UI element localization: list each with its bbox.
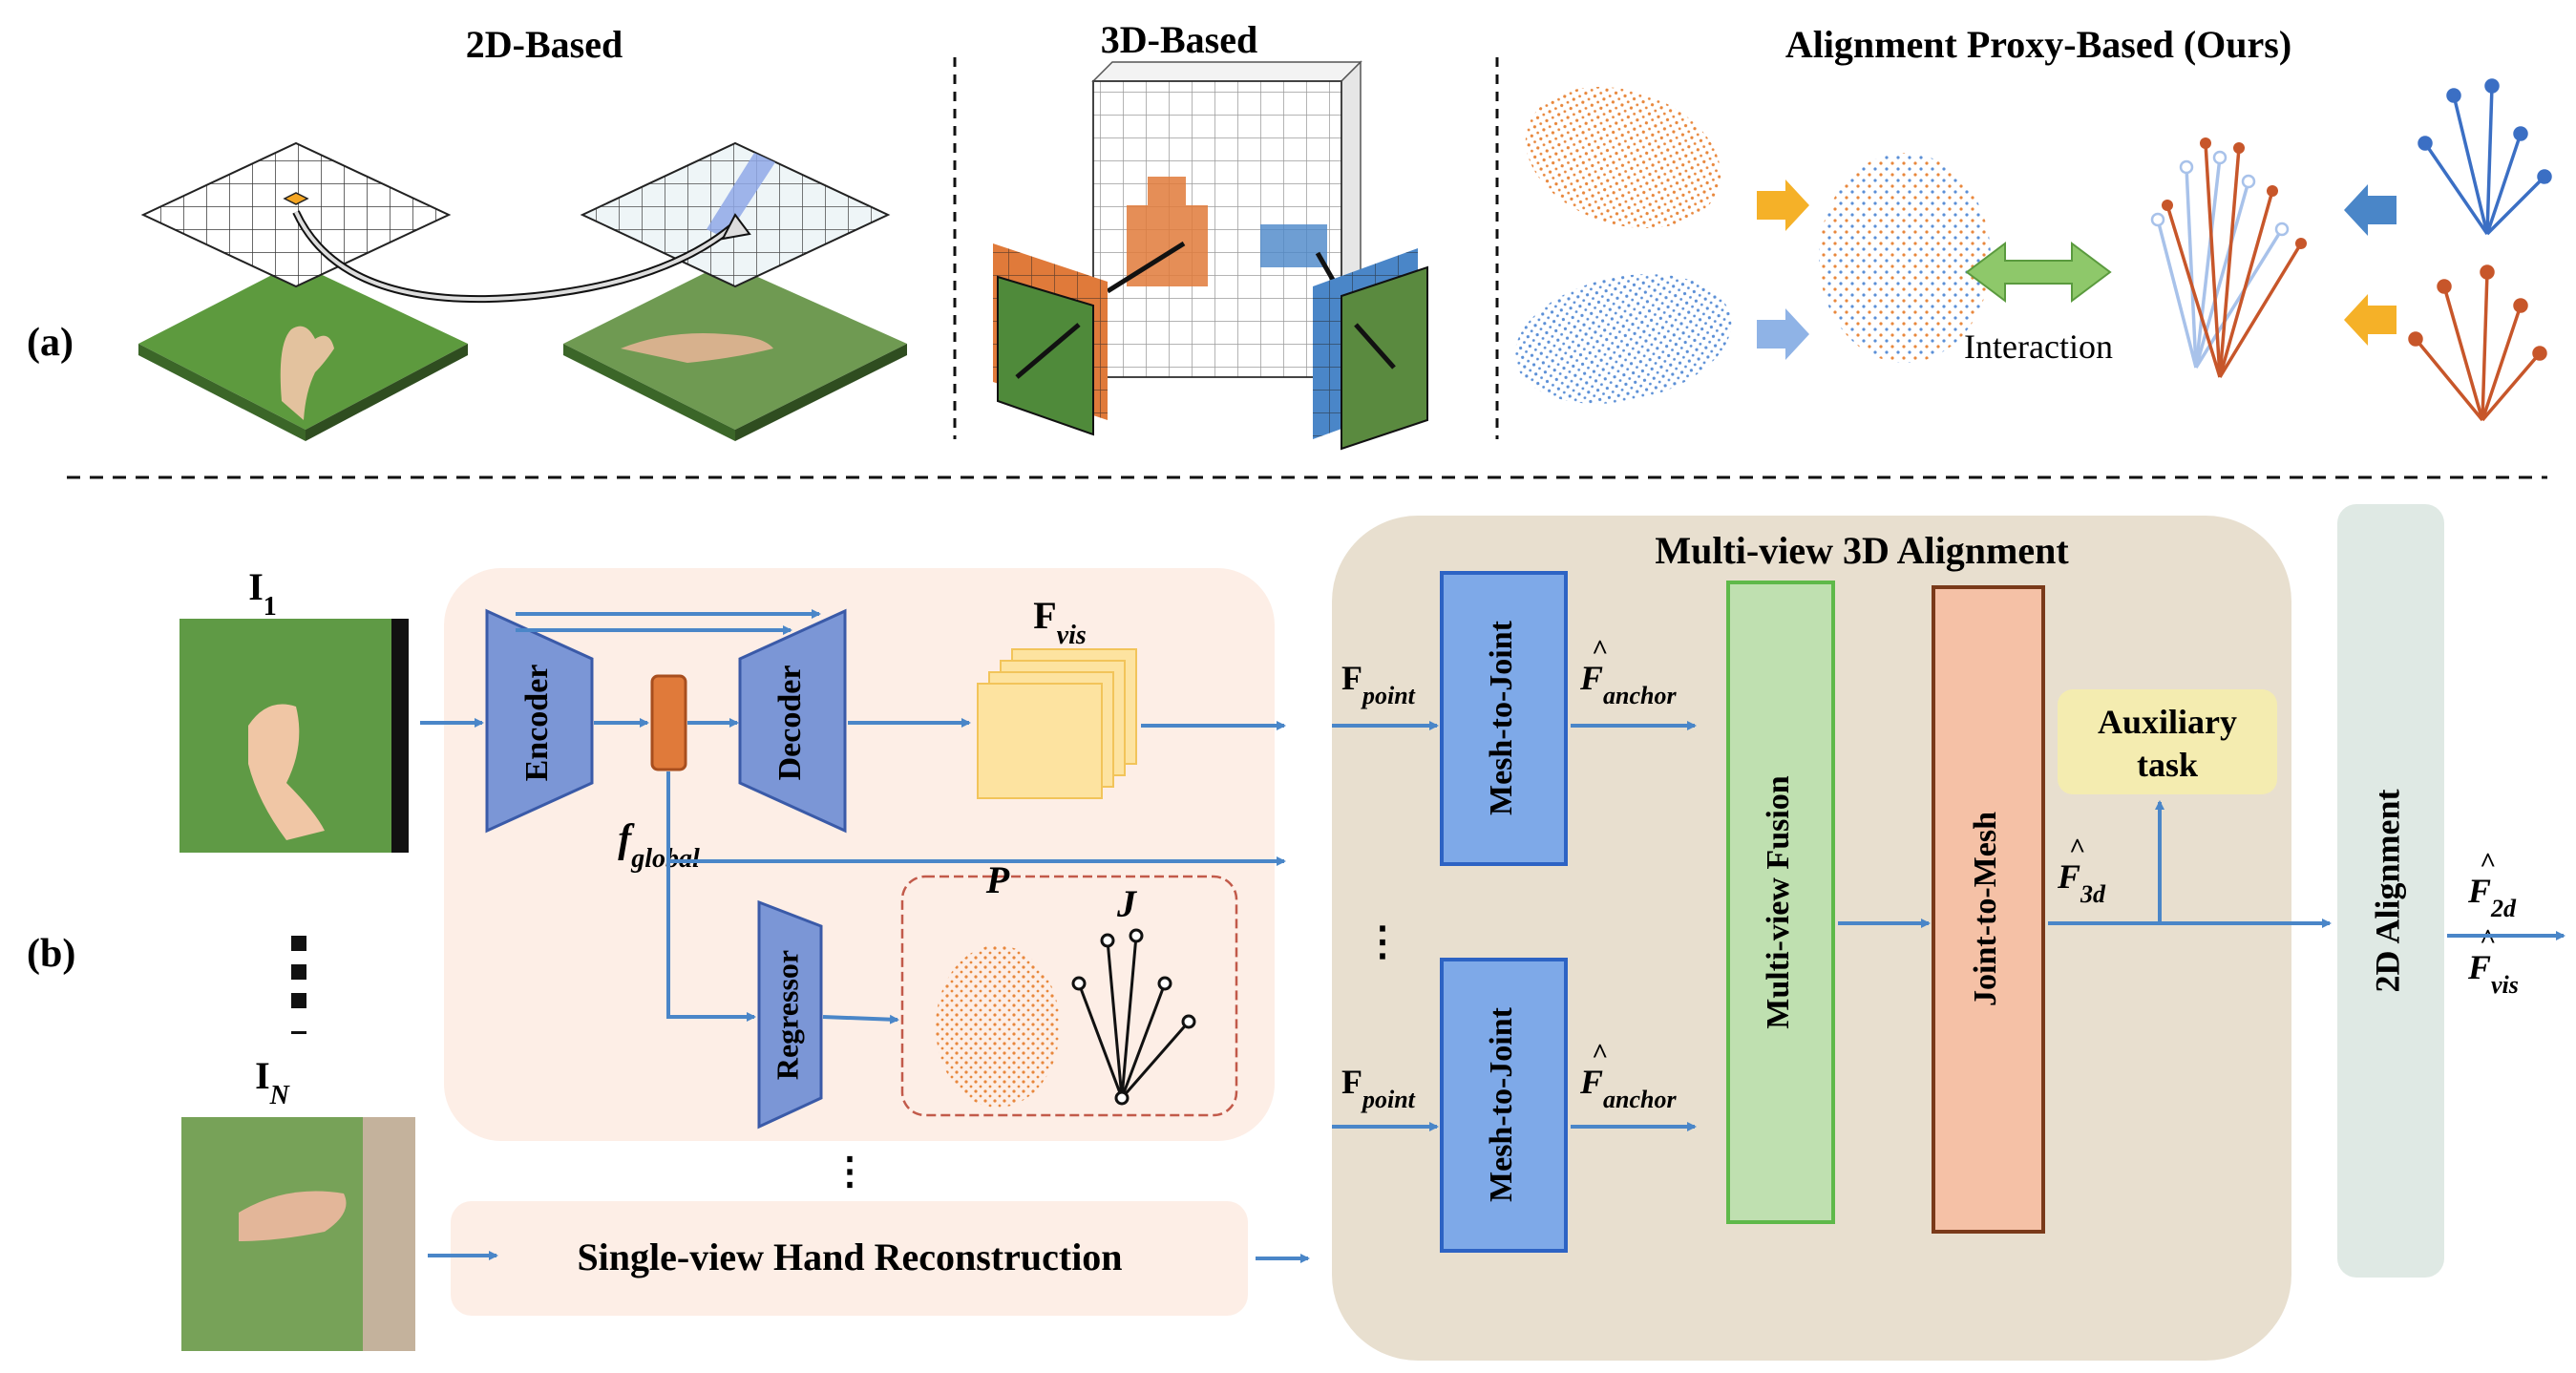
f-3d-label: F3d (2057, 857, 2106, 908)
output-fvis-hat: ^ (2480, 923, 2496, 955)
auxiliary-task-block (2058, 689, 2277, 794)
f-anchor-label-top: Fanchor (1579, 659, 1677, 709)
camera-plane-left (993, 243, 1108, 436)
arrow-orange-in (1757, 180, 1809, 231)
alignment-2d-block (2337, 504, 2444, 1278)
f-point-label-top: Fpoint (1341, 659, 1416, 709)
output-f2d-hat: ^ (2480, 847, 2496, 878)
multi-view-title: Multi-view 3D Alignment (1655, 529, 2069, 572)
single-view-reconstruction-label: Single-view Hand Reconstruction (577, 1236, 1122, 1278)
joint-to-mesh-label: Joint-to-Mesh (1968, 812, 2003, 1006)
vertical-ellipsis (291, 936, 306, 1034)
point-cloud-orange (1525, 86, 1721, 229)
input-label-first: I1 (248, 565, 277, 622)
f-point-label-bottom: Fpoint (1341, 1063, 1416, 1113)
panel-a: (a) 2D-Based (27, 18, 2552, 451)
single-view-reconstruction-box (451, 1201, 1248, 1316)
f-vis-stack (977, 648, 1137, 799)
arrow-blue-in (1757, 308, 1809, 360)
f-global-label: fglobal (618, 817, 700, 874)
skeleton-orange (2408, 264, 2547, 422)
mesh-to-joint-top-label: Mesh-to-Joint (1484, 620, 1519, 815)
multi-view-fusion-block (1726, 581, 1835, 1224)
p-label: P (985, 858, 1010, 901)
skeleton-j (1071, 928, 1196, 1106)
mesh-to-joint-bottom (1440, 958, 1568, 1253)
f-global-block (650, 674, 687, 771)
section-proxy-based: Alignment Proxy-Based (Ours) Interaction (1514, 23, 2552, 422)
interaction-arrow (1965, 242, 2112, 303)
j-label: J (1116, 882, 1138, 925)
regressor-label: Regressor (770, 950, 804, 1080)
f-anchor-hat-top: ^ (1592, 634, 1608, 665)
single-view-ellipsis: ⋮ (831, 1150, 869, 1193)
decoder-block (738, 608, 847, 834)
mesh-to-joint-bottom-label: Mesh-to-Joint (1484, 1006, 1519, 1202)
interaction-label: Interaction (1964, 327, 2113, 366)
title-2d-based: 2D-Based (466, 23, 623, 66)
mesh-to-joint-ellipsis: ⋮ (1362, 920, 1403, 964)
title-proxy-based: Alignment Proxy-Based (Ours) (1785, 23, 2291, 66)
joint-to-mesh-block (1932, 585, 2045, 1234)
panel-b: (b) I1 IN Encoder fglobal Decoder Regres… (27, 504, 2565, 1361)
hand-silhouette-left (280, 326, 334, 420)
multi-view-fusion-label: Multi-view Fusion (1761, 775, 1796, 1028)
encoder-label: Encoder (519, 665, 555, 782)
f-anchor-hat-bottom: ^ (1592, 1038, 1608, 1069)
title-3d-based: 3D-Based (1101, 18, 1257, 61)
panel-b-label: (b) (27, 932, 75, 976)
section-2d-based: 2D-Based (138, 23, 907, 441)
skeleton-merged (2150, 137, 2307, 378)
input-label-last: IN (255, 1054, 291, 1110)
regressor-block (757, 899, 823, 1130)
alignment-2d-label: 2D Alignment (2368, 789, 2406, 992)
section-3d-based: 3D-Based (993, 18, 1428, 451)
hand-silhouette-right (621, 333, 773, 363)
auxiliary-task-label-2: task (2137, 746, 2198, 784)
voxel-cube (1091, 60, 1362, 379)
output-fvis-label: Fvis (2467, 948, 2519, 999)
arrow-orange-left (2344, 294, 2397, 346)
auxiliary-task-label-1: Auxiliary (2098, 703, 2237, 741)
panel-a-label: (a) (27, 321, 74, 365)
output-f2d-label: F2d (2467, 872, 2517, 922)
point-cloud-blue (1514, 274, 1732, 404)
f-vis-label: Fvis (1033, 594, 1087, 650)
encoder-block (485, 608, 594, 834)
point-cloud-merged (1819, 153, 1991, 363)
arrow-blue-left (2344, 184, 2397, 236)
f-anchor-label-bottom: Fanchor (1579, 1063, 1677, 1113)
p-j-outputs-box (900, 875, 1238, 1117)
grid-highlight-cell (283, 192, 309, 205)
f-3d-hat: ^ (2069, 833, 2085, 864)
voxel-blue (1260, 224, 1327, 267)
skeleton-blue (2418, 78, 2552, 236)
point-cloud-p (936, 945, 1060, 1108)
mesh-to-joint-top (1440, 571, 1568, 866)
camera-plane-right (1313, 248, 1428, 451)
flow-arrows (420, 609, 2565, 1263)
decoder-label: Decoder (772, 665, 808, 781)
